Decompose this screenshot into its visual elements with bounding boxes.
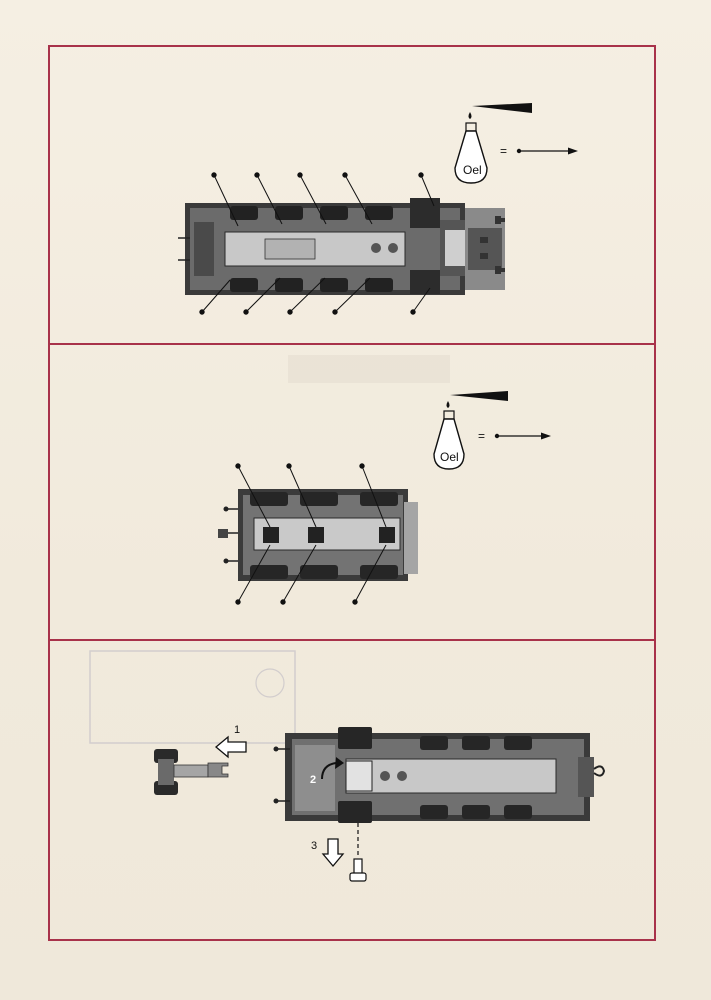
- oil-point-arrow-icon: [516, 147, 578, 155]
- page-frame: [48, 45, 656, 941]
- oil-can-icon: [433, 391, 508, 470]
- bogie-part: [154, 749, 229, 795]
- oil-label: Oel: [463, 163, 482, 177]
- step-3-number: 3: [311, 840, 317, 852]
- step-2-number: 2: [310, 774, 316, 786]
- step-3-arrow-icon: [321, 838, 345, 868]
- loco-underside-illustration: Oel =: [178, 103, 578, 315]
- equals-sign: =: [500, 144, 507, 158]
- screw-part: [349, 823, 367, 882]
- oil-can-icon: [454, 103, 532, 184]
- panel-tender-lubrication: Oel =: [50, 345, 654, 637]
- faint-stamp: [89, 650, 296, 744]
- locomotive-body: [273, 727, 606, 823]
- lubrication-callouts: [199, 172, 435, 315]
- lubrication-callouts: [235, 463, 387, 605]
- step-1-arrow-icon: [214, 735, 247, 759]
- panel-divider-2: [48, 639, 656, 641]
- tender-underside-illustration: Oel =: [218, 355, 551, 605]
- oil-point-arrow-icon: [494, 432, 551, 440]
- locomotive-chassis: [178, 198, 505, 295]
- step-2-rotate-arrow-icon: [321, 757, 344, 780]
- panel-divider-1: [48, 343, 656, 345]
- oil-label: Oel: [440, 450, 459, 464]
- panel-bogie-removal: 1: [50, 641, 654, 939]
- bogie-removal-illustration: 1: [89, 650, 606, 882]
- step-1-number: 1: [234, 724, 240, 736]
- equals-sign: =: [478, 429, 485, 443]
- tender-chassis: [218, 489, 418, 581]
- panel-loco-lubrication: Oel =: [50, 48, 654, 342]
